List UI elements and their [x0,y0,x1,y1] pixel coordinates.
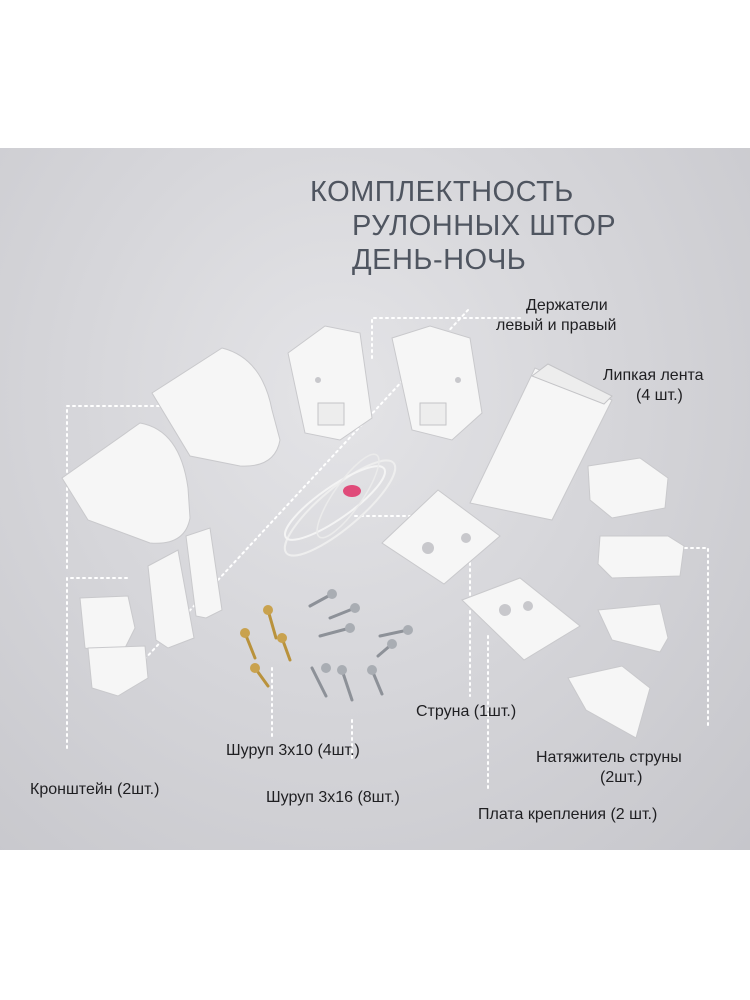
title-line-2: РУЛОННЫХ ШТОР [352,210,617,242]
parts-illustration [61,309,709,789]
cord [283,453,397,557]
tensioners-right [567,457,685,739]
title-line-1: КОМПЛЕКТНОСТЬ [310,176,574,208]
adhesive-tape [469,363,613,521]
holders-label-line1: Держатели [526,297,608,314]
tape-label-line2: (4 шт.) [636,387,683,404]
tensioner-label-line2: (2шт.) [600,769,643,786]
holders-label-line2: левый и правый [496,317,617,334]
mounting-plates [381,489,581,661]
screw-3x10-label: Шуруп 3х10 (4шт.) [226,742,360,759]
product-photo: КОМПЛЕКТНОСТЬ РУЛОННЫХ ШТОР ДЕНЬ-НОЧЬ Де… [0,148,750,850]
title-line-3: ДЕНЬ-НОЧЬ [352,244,527,276]
bracket-label: Кронштейн (2шт.) [30,781,160,798]
plate-label: Плата крепления (2 шт.) [478,806,658,823]
short-screws [240,605,292,688]
holders [287,325,483,441]
end-caps [61,347,281,544]
tape-label-line1: Липкая лента [603,367,704,384]
screw-3x16-label: Шуруп 3х16 (8шт.) [266,789,400,806]
brackets [79,527,223,697]
cord-label: Струна (1шт.) [416,703,517,720]
tensioner-label-line1: Натяжитель струны [536,749,682,766]
long-screws [308,589,413,702]
